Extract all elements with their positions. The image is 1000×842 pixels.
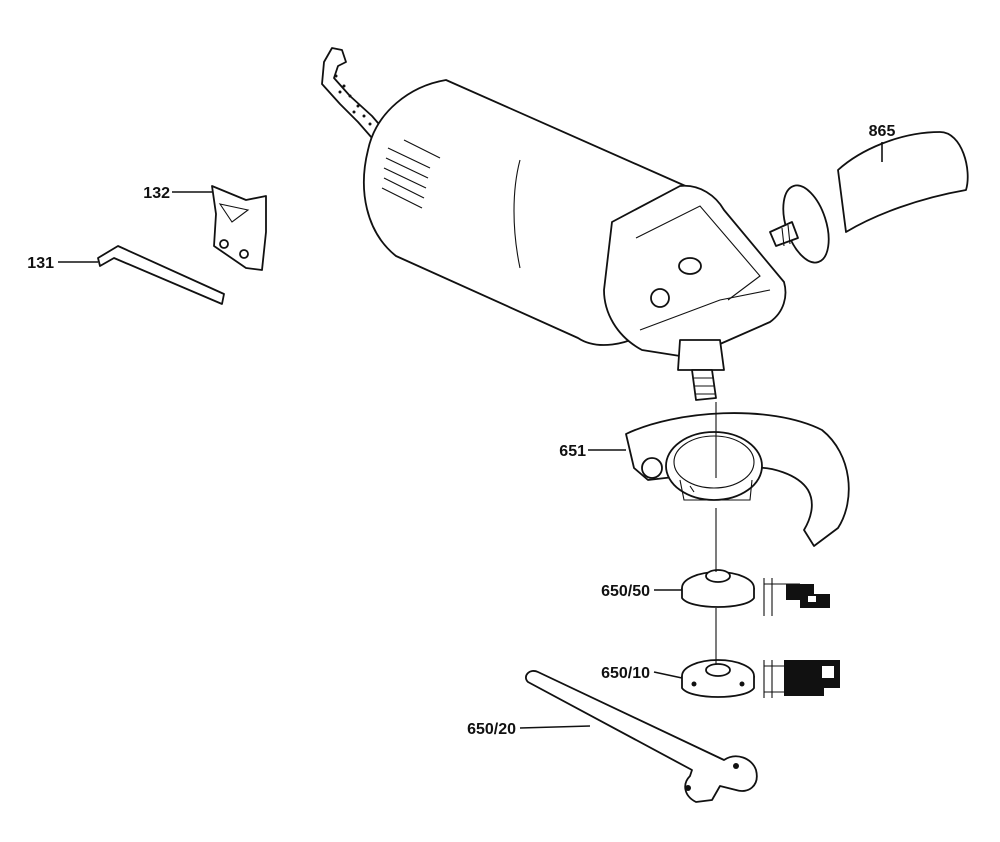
bracket-132: [211, 185, 267, 271]
nut-650-10-section-icon: [763, 660, 840, 698]
vent-slots: [381, 139, 441, 209]
callout-labels: 132 131 865 651 650/50 650/10 650/20: [27, 123, 895, 738]
wheel-guard-651: [625, 412, 850, 547]
flange-650-50: [681, 569, 755, 608]
cord-texture: [334, 74, 372, 126]
flange-650-50-section-icon: [763, 578, 830, 616]
callout-865: 865: [869, 123, 896, 140]
spanner-650-20: [525, 670, 758, 803]
callout-650-10: 650/10: [601, 665, 650, 682]
hex-key-131: [97, 245, 225, 305]
side-handle-865: [769, 131, 969, 264]
callout-650-50: 650/50: [601, 583, 650, 600]
callout-650-20: 650/20: [467, 721, 516, 738]
callout-651: 651: [559, 443, 586, 460]
angle-grinder-body: [321, 47, 787, 401]
callout-131: 131: [27, 255, 54, 272]
nut-650-10: [681, 659, 755, 698]
leader-lines: [58, 142, 883, 729]
callout-132: 132: [143, 185, 170, 202]
